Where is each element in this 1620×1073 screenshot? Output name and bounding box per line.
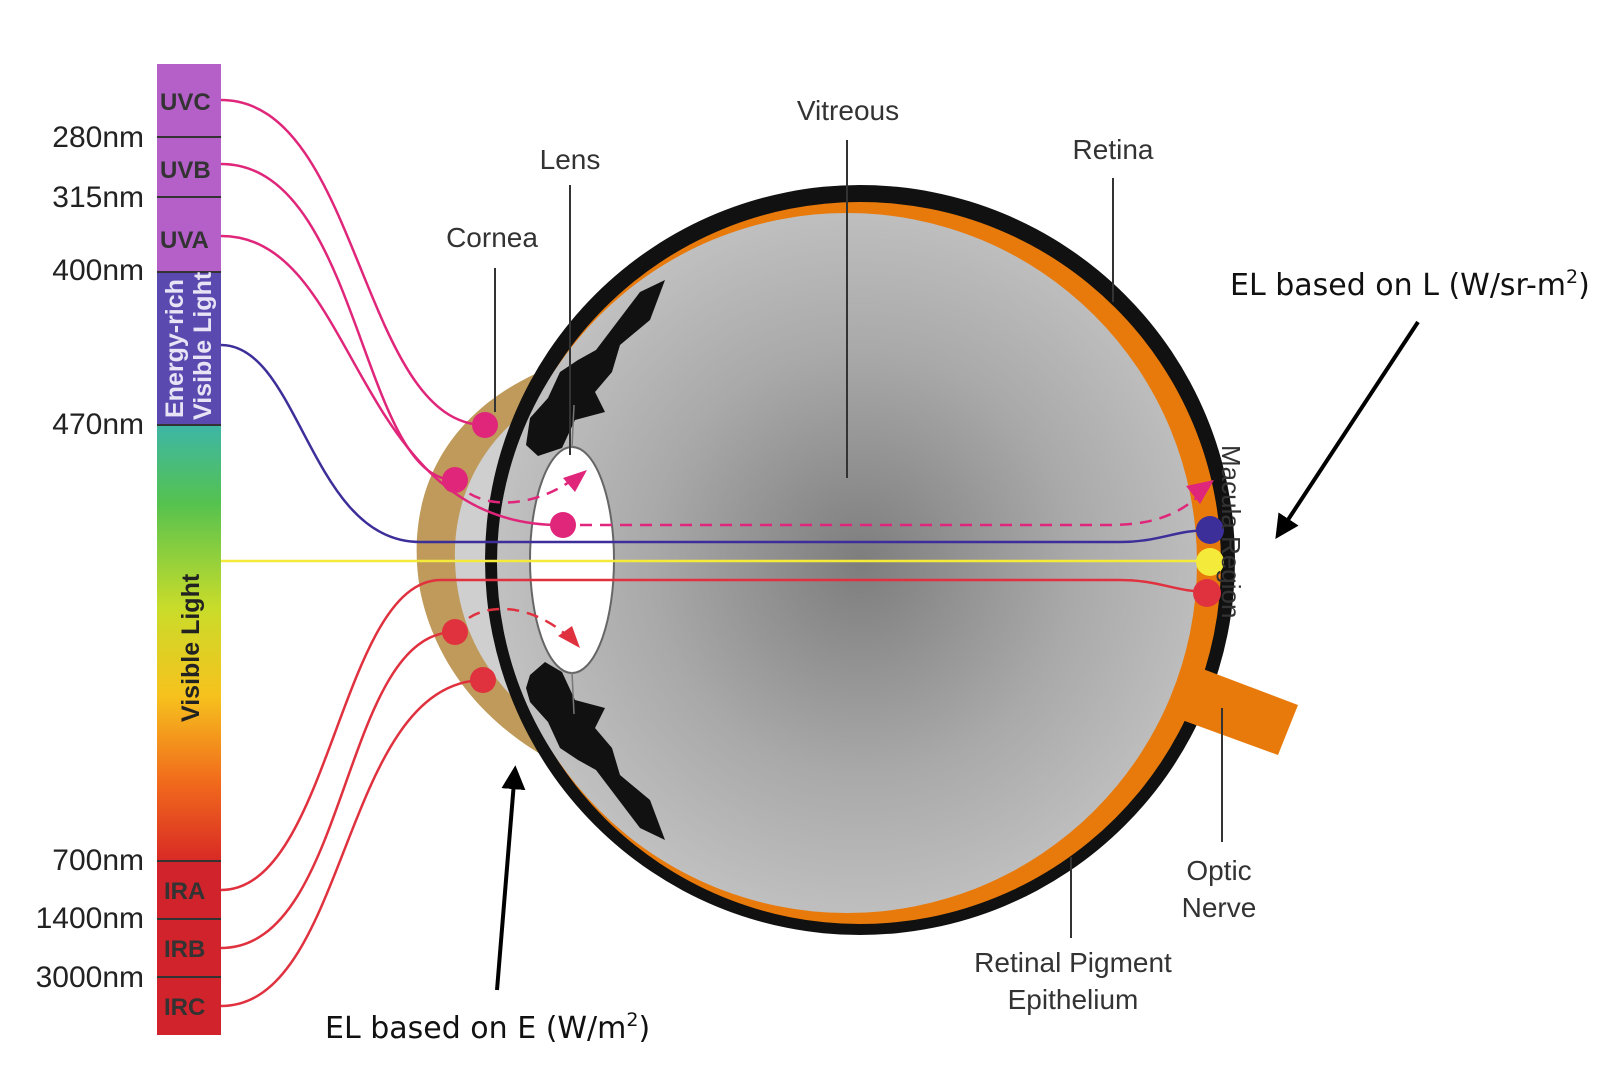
wavelength-470: 470nm	[52, 408, 144, 441]
el-irradiance-sup: 2	[626, 1009, 638, 1031]
cornea-dot-uvb	[442, 467, 468, 493]
uvc-ray	[220, 98, 486, 427]
uvb-label: UVB	[160, 157, 211, 184]
irb-lens-arrowhead	[558, 626, 580, 648]
rpe-label-line2: Epithelium	[1008, 984, 1139, 1015]
el-radiance-label: EL based on L (W/sr-m2)	[1230, 266, 1590, 303]
irc-label: IRC	[164, 994, 205, 1021]
irb-band	[157, 919, 221, 977]
uvb-ray	[220, 162, 456, 482]
spectrum-bar: UVC UVB UVA Energy-rich Visible Light Vi…	[157, 64, 221, 1035]
cornea-dot-irb	[442, 619, 468, 645]
el-irradiance-arrow	[495, 765, 526, 991]
ira-ray	[220, 578, 1211, 892]
irc-ray	[220, 678, 486, 1008]
cornea-dot-irc	[470, 667, 496, 693]
el-radiance-sup: 2	[1566, 266, 1578, 288]
vitreous-body	[497, 213, 1197, 913]
irc-band	[157, 977, 221, 1035]
optic-nerve-label-line1: Optic	[1186, 855, 1251, 886]
irb-ray	[220, 630, 456, 950]
cornea-dot-uvc	[472, 412, 498, 438]
el-radiance-close: )	[1578, 268, 1590, 303]
visible-light-label: Visible Light	[177, 573, 205, 722]
el-radiance-text: EL based on L (W/sr-m	[1230, 268, 1566, 303]
el-irradiance-text: EL based on E (W/m	[325, 1011, 626, 1046]
wavelength-1400: 1400nm	[36, 902, 144, 935]
iris-lower	[526, 662, 665, 840]
uva-band	[157, 197, 221, 272]
el-irradiance-label: EL based on E (W/m2)	[325, 1009, 650, 1046]
optic-nerve	[1182, 666, 1298, 755]
lens-dot-uva	[550, 512, 576, 538]
uva-retina-arrowhead	[1186, 480, 1214, 504]
lens-label: Lens	[540, 144, 601, 175]
el-irradiance-close: )	[639, 1011, 651, 1046]
wavelength-3000: 3000nm	[36, 961, 144, 994]
wavelength-280: 280nm	[52, 121, 144, 154]
irb-label: IRB	[164, 936, 205, 963]
uvb-lens-arrowhead	[563, 470, 587, 492]
uvc-band	[157, 64, 221, 137]
wavelength-315: 315nm	[52, 181, 144, 214]
leader-lines	[494, 140, 1223, 938]
uvb-band	[157, 137, 221, 197]
energy-rich-band	[157, 272, 221, 425]
zonule-lower	[571, 671, 575, 715]
cornea-label: Cornea	[446, 222, 538, 253]
macula-dot-ira	[1193, 579, 1221, 607]
wavelength-400: 400nm	[52, 254, 144, 287]
absorption-dots	[442, 412, 1224, 693]
macula-dot-visible	[1196, 548, 1224, 576]
exposure-limit-annotations: EL based on L (W/sr-m2) EL based on E (W…	[325, 266, 1590, 1046]
energy-rich-ray	[220, 343, 1211, 544]
rpe-label-line1: Retinal Pigment	[974, 947, 1172, 978]
wavelength-labels: 280nm 315nm 400nm 470nm 700nm 1400nm 300…	[36, 121, 144, 994]
ira-band	[157, 861, 221, 919]
ira-label: IRA	[164, 878, 205, 905]
uva-label: UVA	[160, 227, 209, 254]
energy-rich-label-line1: Energy-rich	[161, 279, 189, 418]
el-radiance-arrow	[1275, 320, 1420, 540]
uvc-label: UVC	[160, 89, 211, 116]
macula-dot-energy-rich	[1196, 516, 1224, 544]
energy-rich-label-line2: Visible Light	[189, 271, 217, 420]
eye-labels: Lens Vitreous Retina Cornea Macula Regio…	[446, 95, 1256, 1015]
macula-region-label: Macula Region	[1216, 445, 1246, 618]
uva-ray	[220, 234, 561, 527]
zonule-upper	[571, 404, 575, 449]
wavelength-700: 700nm	[52, 844, 144, 877]
optic-nerve-label-line2: Nerve	[1182, 892, 1257, 923]
band-dividers	[157, 136, 221, 978]
vitreous-label: Vitreous	[797, 95, 899, 126]
iris-upper	[526, 280, 665, 456]
visible-band	[157, 425, 221, 861]
retina-label: Retina	[1073, 134, 1154, 165]
eyeball	[416, 185, 1298, 935]
